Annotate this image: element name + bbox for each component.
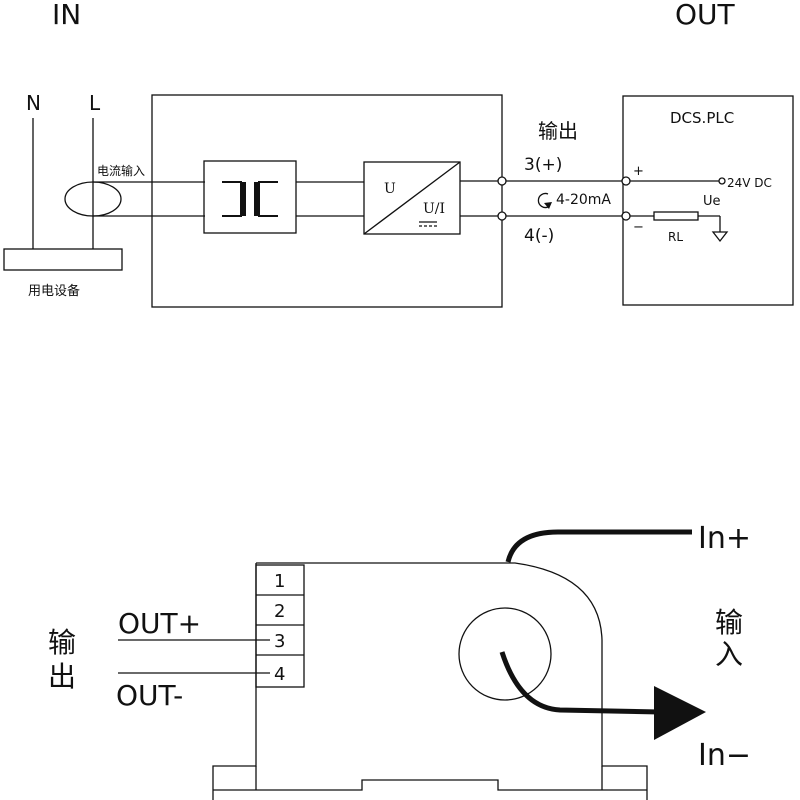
dcs-plc-title: DCS.PLC [670, 109, 734, 127]
supply-terminal [718, 177, 726, 185]
transformer-symbol [222, 181, 278, 217]
converter-ui-label: U/I [423, 201, 445, 217]
output-label-char-2: 出 [48, 660, 76, 693]
in-plus-wire [505, 529, 692, 563]
out-heading: OUT [675, 0, 736, 31]
load-device-label: 用电设备 [28, 283, 80, 299]
ue-label: Ue [703, 194, 721, 209]
input-label-char-2: 入 [715, 638, 743, 671]
in-heading: IN [52, 0, 81, 31]
module-enclosure [151, 94, 503, 308]
terminal-3: 3 [274, 631, 285, 652]
current-loop-arrow [537, 192, 549, 209]
output-label-char-1: 输 [48, 626, 76, 659]
supply-label: 24V DC [727, 176, 772, 190]
input-label-char-1: 输 [715, 606, 743, 639]
converter-u-label: U [384, 181, 396, 197]
dcs-terminal-minus-dot [621, 211, 631, 221]
n-label: N [26, 91, 41, 115]
rl-label: RL [668, 230, 683, 244]
terminal-minus-label: 4(-) [524, 226, 554, 246]
sensing-aperture [458, 607, 552, 701]
current-loop-arrowhead [544, 202, 552, 209]
current-range-label: 4-20mA [556, 192, 611, 208]
terminal-block [255, 564, 305, 688]
ui-converter-block [363, 161, 461, 235]
terminal-1: 1 [274, 571, 285, 592]
terminal-2: 2 [274, 601, 285, 622]
converter-diagonal [363, 161, 461, 235]
out-minus-label: OUT- [116, 679, 183, 712]
out-plus-label: OUT+ [118, 607, 201, 640]
output-label: 输出 [538, 119, 578, 143]
dcs-plc-box [622, 95, 794, 306]
terminal-3-dot [497, 176, 507, 186]
ground-symbol [711, 231, 729, 243]
housing-base [213, 779, 647, 791]
in-plus-label: In+ [698, 521, 751, 556]
in-minus-arrowhead [654, 686, 706, 740]
isolation-block [203, 160, 297, 234]
terminal-plus-label: 3(+) [524, 155, 562, 175]
terminal-4: 4 [274, 664, 285, 685]
dcs-minus-sign: − [633, 220, 644, 235]
dcs-terminal-plus-dot [621, 176, 631, 186]
load-device-box [3, 248, 123, 271]
terminal-4-dot [497, 211, 507, 221]
in-minus-wire [499, 651, 661, 715]
in-minus-label: In− [698, 738, 751, 773]
l-label: L [89, 91, 101, 115]
current-input-label: 电流输入 [97, 163, 145, 178]
dcs-plus-sign: + [633, 164, 644, 179]
load-resistor [653, 211, 699, 221]
